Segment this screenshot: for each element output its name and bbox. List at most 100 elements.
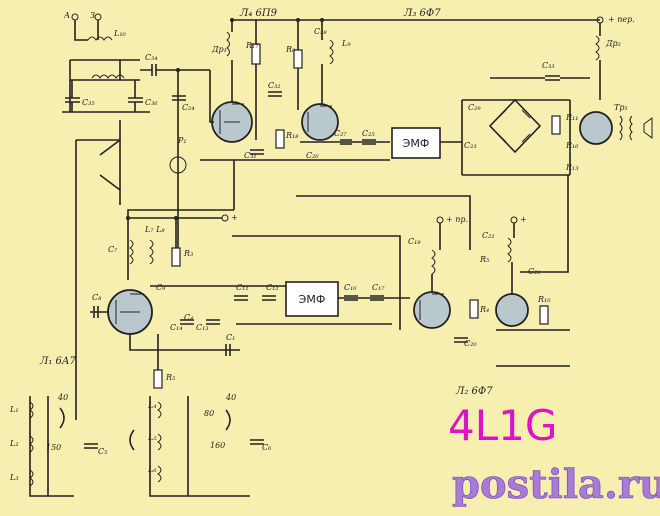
label-c34: C₃₄ bbox=[145, 53, 158, 62]
label-l6: L₆ bbox=[147, 465, 157, 474]
watermark-callsign: 4L1G bbox=[448, 401, 557, 450]
detector-wires bbox=[511, 175, 569, 294]
label-r4: R₄ bbox=[479, 305, 489, 314]
coil-l8 bbox=[149, 239, 154, 265]
cap-c31 bbox=[250, 149, 264, 155]
label-c12: C₁₂ bbox=[266, 283, 279, 292]
label-c9: C₉ bbox=[156, 283, 166, 292]
junction-dot bbox=[296, 18, 300, 22]
resistor-r3 bbox=[171, 247, 181, 267]
label-m40a: 40 bbox=[57, 393, 68, 402]
label-c35: C₃₅ bbox=[82, 98, 95, 107]
resistor-r5 bbox=[153, 369, 163, 389]
antenna-label: А bbox=[63, 11, 70, 20]
label-r16: R₁₆ bbox=[565, 141, 579, 150]
label-l4: L₄ bbox=[147, 401, 157, 410]
cap-c25 bbox=[362, 139, 376, 145]
label-c28: C₂₈ bbox=[314, 27, 327, 36]
cap-c34 bbox=[140, 64, 210, 76]
label-r10: R₁₀ bbox=[537, 295, 551, 304]
label-c6: C₆ bbox=[262, 443, 272, 452]
emf-bottom-wires bbox=[238, 285, 410, 299]
tube-l3-electrodes bbox=[307, 105, 332, 132]
emf-filter-top-label: ЭМФ bbox=[403, 137, 430, 150]
caps-c13-c14 bbox=[180, 319, 220, 325]
plate-supply-bus bbox=[231, 19, 600, 102]
label-c31: C₃₁ bbox=[244, 151, 257, 160]
ground-label: З bbox=[90, 11, 95, 20]
diode-bridge bbox=[488, 98, 542, 154]
coil-l10 bbox=[87, 36, 113, 41]
label-plus-right: + bbox=[520, 215, 527, 224]
speaker-icon bbox=[643, 117, 653, 139]
label-r3: R₃ bbox=[183, 249, 193, 258]
label-r5: R₅ bbox=[165, 373, 176, 382]
label-c27: C₂₇ bbox=[334, 129, 347, 138]
tube-l1-electrodes bbox=[115, 293, 144, 324]
label-c33: C₃₃ bbox=[542, 61, 555, 70]
label-c11: C₁₁ bbox=[236, 283, 249, 292]
coil-l4 bbox=[157, 401, 162, 419]
terminal-plus-receive bbox=[436, 216, 444, 224]
junction-dot bbox=[126, 216, 130, 220]
label-l2: L₂ bbox=[9, 439, 19, 448]
label-c20: C₂₀ bbox=[464, 339, 477, 348]
resistor-r4 bbox=[469, 299, 479, 319]
coil-l7 bbox=[129, 239, 134, 265]
label-c4: C₄ bbox=[184, 313, 193, 322]
ground-terminal bbox=[94, 13, 102, 21]
label-r18: R₁₈ bbox=[285, 131, 299, 140]
label-r1: R₅ bbox=[479, 255, 490, 264]
resistor-r10 bbox=[539, 305, 549, 325]
coil-l2-plate bbox=[431, 249, 436, 275]
coil-l9 bbox=[329, 39, 334, 65]
label-l1: L₁ bbox=[9, 405, 19, 414]
cap-c33 bbox=[490, 75, 590, 81]
bridge-frame bbox=[461, 99, 571, 176]
antenna-terminal bbox=[71, 13, 79, 21]
cap-c24 bbox=[172, 95, 186, 101]
band-switch-left bbox=[29, 396, 74, 497]
label-r17: R₁₇ bbox=[245, 41, 259, 50]
label-m150a: 150 bbox=[46, 443, 61, 452]
choke-dr1 bbox=[226, 31, 230, 57]
terminal-plus-right bbox=[510, 216, 518, 224]
junction-dot bbox=[174, 216, 178, 220]
transformer-tr1 bbox=[619, 115, 633, 141]
label-dr1: Др₁ bbox=[211, 45, 227, 54]
label-c29: C₂₉ bbox=[468, 103, 481, 112]
label-c23: C₂₃ bbox=[464, 141, 477, 150]
label-c5: C₅ bbox=[98, 447, 108, 456]
label-m80: 80 bbox=[204, 409, 214, 418]
coil-input-tank bbox=[91, 74, 125, 79]
cap-c36 bbox=[128, 80, 143, 112]
cap-c35 bbox=[65, 80, 80, 112]
label-m160: 160 bbox=[210, 441, 225, 450]
emf-filter-bottom-label: ЭМФ bbox=[299, 293, 326, 306]
label-dr2: Др₂ bbox=[605, 39, 621, 48]
coil-detector bbox=[507, 237, 512, 263]
tube-l2-label: Л₂ 6Ф7 bbox=[455, 386, 493, 397]
label-l7l8: L₇ L₈ bbox=[144, 225, 165, 234]
caps-c11-c12 bbox=[234, 295, 276, 301]
cap-c8 bbox=[93, 306, 99, 318]
cap-c5 bbox=[84, 443, 98, 449]
label-c16: C₁₆ bbox=[344, 283, 357, 292]
cap-c32 bbox=[268, 91, 282, 97]
tube-detector bbox=[495, 293, 529, 327]
interconnect-wires bbox=[75, 139, 471, 420]
label-r9: R₉ bbox=[285, 45, 296, 54]
label-c7: C₇ bbox=[108, 245, 118, 254]
cap-c27 bbox=[340, 139, 352, 145]
watermark-site: postila.ru bbox=[452, 461, 660, 508]
label-c25: C₂₅ bbox=[362, 129, 375, 138]
label-plus-receive: + пр. bbox=[446, 215, 468, 224]
tube-l3-label: Л₃ 6Ф7 bbox=[403, 8, 441, 19]
label-c32: C₃₂ bbox=[268, 81, 281, 90]
label-l3: L₃ bbox=[9, 473, 19, 482]
coil-l6 bbox=[157, 465, 162, 483]
tank-l7l8-wires bbox=[127, 218, 177, 280]
label-plus-transmit: + пер. bbox=[608, 15, 635, 24]
label-tr1: Тр₁ bbox=[614, 103, 628, 112]
